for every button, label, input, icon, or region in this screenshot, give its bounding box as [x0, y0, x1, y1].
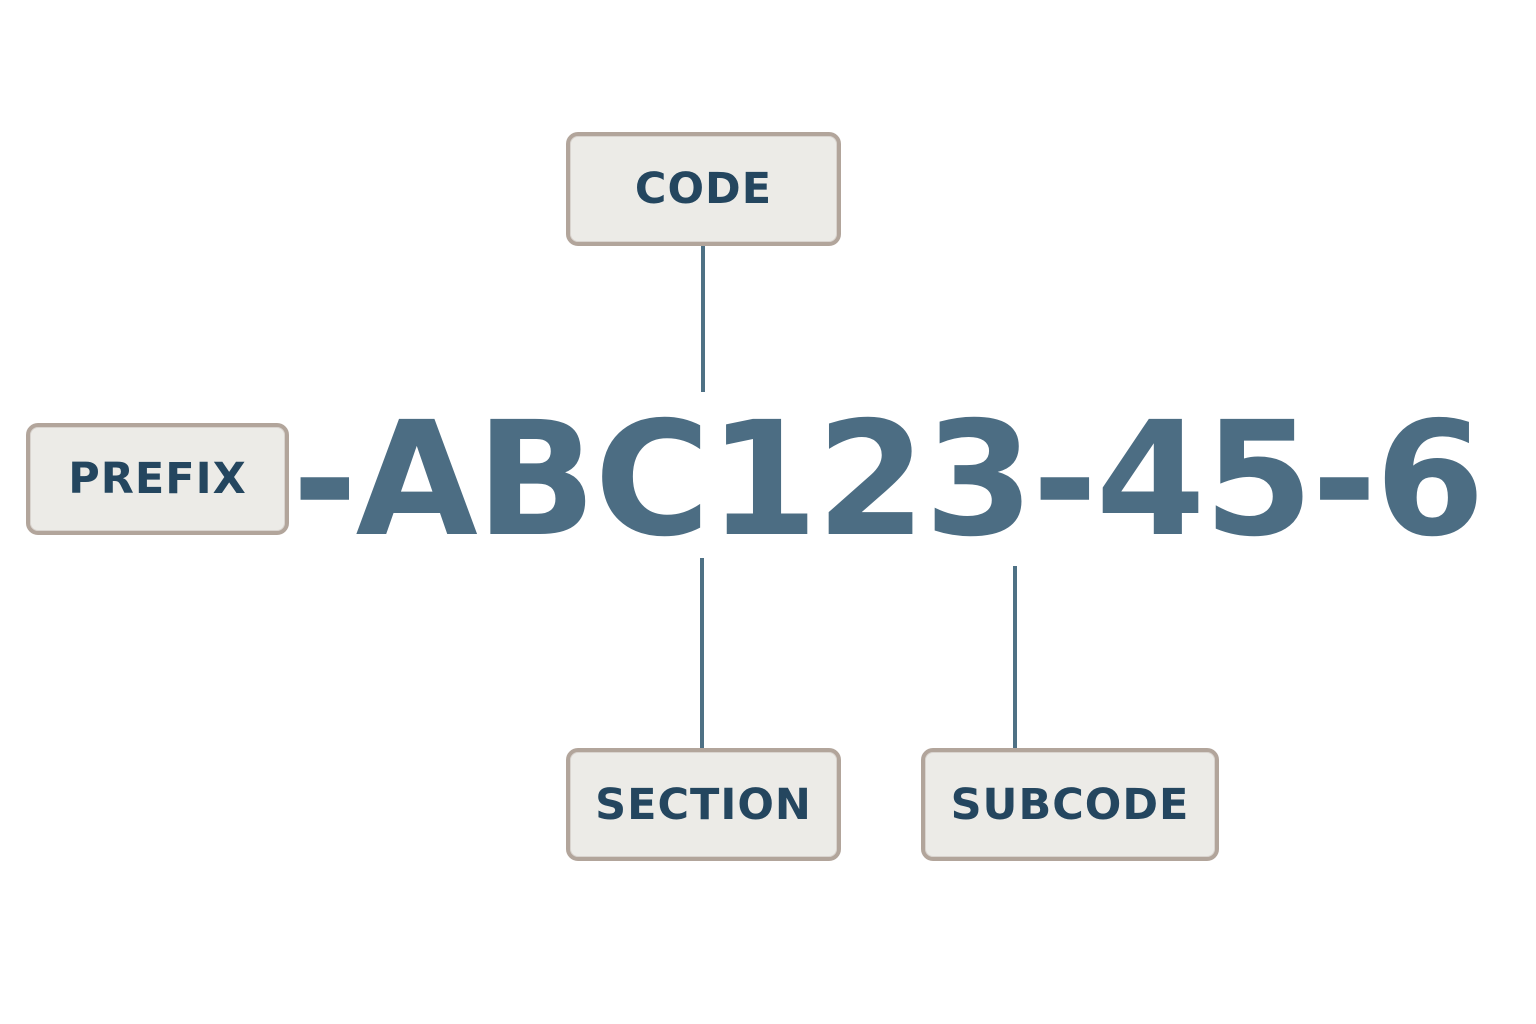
connector-subcode	[1013, 566, 1017, 748]
prefix-label-box: PREFIX	[26, 423, 289, 535]
subcode-label: SUBCODE	[950, 779, 1190, 830]
code-label-box: CODE	[566, 132, 841, 246]
code-label: CODE	[634, 164, 773, 214]
section-label-box: SECTION	[566, 748, 841, 861]
prefix-label: PREFIX	[68, 454, 247, 504]
connector-section	[700, 558, 704, 748]
connector-code	[701, 246, 705, 392]
code-string: -ABC123-45-6	[292, 388, 1485, 572]
subcode-label-box: SUBCODE	[921, 748, 1219, 861]
section-label: SECTION	[595, 779, 812, 830]
